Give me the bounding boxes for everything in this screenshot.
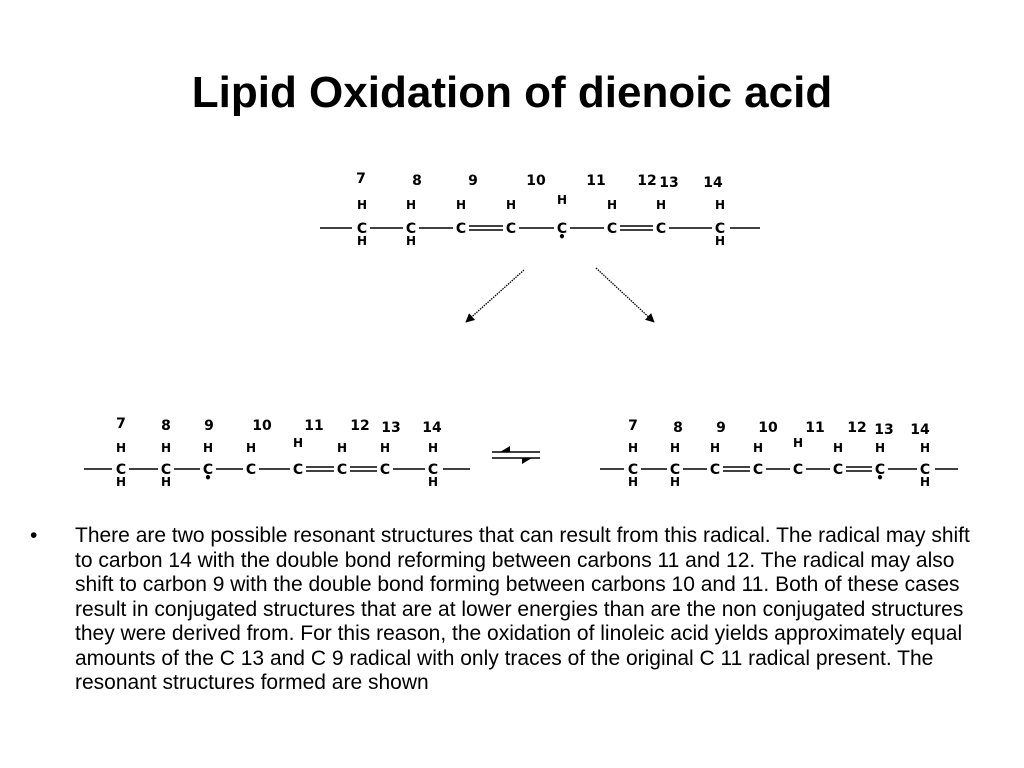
carbon-atom: C [203, 462, 213, 478]
hydrogen-atom: H [161, 475, 171, 489]
carbon-number-13: 13 [659, 175, 678, 191]
hydrogen-atom: H [456, 198, 466, 212]
bullet-text: There are two possible resonant structur… [75, 524, 970, 694]
hydrogen-atom: H [337, 441, 347, 455]
carbon-number-10: 10 [526, 173, 546, 189]
hydrogen-atom: H [116, 441, 126, 455]
carbon-number-7: 7 [116, 416, 126, 432]
hydrogen-atom: H [246, 441, 256, 455]
carbon-atom: C [357, 221, 367, 237]
hydrogen-atom: H [715, 234, 725, 248]
carbon-atom: C [161, 462, 171, 478]
equilibrium-arrow [492, 446, 540, 464]
hydrogen-atom: H [406, 198, 416, 212]
carbon-number-9: 9 [468, 173, 478, 189]
carbon-number-9: 9 [716, 420, 726, 436]
carbon-number-14: 14 [422, 420, 442, 436]
carbon-atom: C [456, 221, 466, 237]
hydrogen-atom: H [656, 198, 666, 212]
carbon-atom: C [710, 462, 720, 478]
carbon-number-8: 8 [673, 420, 683, 436]
carbon-number-8: 8 [412, 173, 422, 189]
hydrogen-atom: H [710, 441, 720, 455]
hydrogen-atom: H [833, 441, 843, 455]
carbon-atom: C [406, 221, 416, 237]
hydrogen-atom: H [357, 198, 367, 212]
carbon-atom: C [875, 462, 885, 478]
hydrogen-atom: H [793, 436, 803, 450]
carbon-number-11: 11 [805, 420, 824, 436]
hydrogen-atom: H [428, 475, 438, 489]
hydrogen-atom: H [406, 234, 416, 248]
hydrogen-atom: H [506, 198, 516, 212]
hydrogen-atom: H [357, 234, 367, 248]
carbon-number-9: 9 [204, 418, 214, 434]
hydrogen-atom: H [380, 441, 390, 455]
carbon-number-11: 11 [586, 173, 605, 189]
carbon-atom: C [293, 462, 303, 478]
hydrogen-atom: H [557, 193, 567, 207]
carbon-atom: C [753, 462, 763, 478]
hydrogen-atom: H [116, 475, 126, 489]
carbon-number-7: 7 [628, 418, 638, 434]
radical-dot: • [204, 471, 212, 485]
carbon-number-8: 8 [161, 418, 171, 434]
carbon-number-14: 14 [703, 175, 723, 191]
right-arrow [595, 267, 655, 323]
carbon-number-13: 13 [874, 422, 893, 438]
hydrogen-atom: H [920, 441, 930, 455]
hydrogen-atom: H [628, 441, 638, 455]
carbon-number-12: 12 [637, 173, 656, 189]
carbon-atom: C [793, 462, 803, 478]
carbon-atom: C [670, 462, 680, 478]
hydrogen-atom: H [607, 198, 617, 212]
carbon-atom: C [628, 462, 638, 478]
carbon-atom: C [656, 221, 666, 237]
hydrogen-atom: H [203, 441, 213, 455]
carbon-number-7: 7 [356, 171, 366, 187]
radical-dot: • [558, 230, 566, 244]
carbon-atom: C [920, 462, 930, 478]
carbon-atom: C [506, 221, 516, 237]
carbon-atom: C [337, 462, 347, 478]
hydrogen-atom: H [753, 441, 763, 455]
hydrogen-atom: H [293, 436, 303, 450]
carbon-number-11: 11 [304, 418, 323, 434]
hydrogen-atom: H [670, 475, 680, 489]
carbon-atom: C [116, 462, 126, 478]
hydrogen-atom: H [161, 441, 171, 455]
hydrogen-atom: H [715, 198, 725, 212]
radical-dot: • [876, 471, 884, 485]
hydrogen-atom: H [670, 441, 680, 455]
carbon-number-10: 10 [252, 418, 272, 434]
carbon-atom: C [380, 462, 390, 478]
carbon-number-12: 12 [847, 420, 866, 436]
carbon-atom: C [833, 462, 843, 478]
carbon-number-12: 12 [350, 418, 369, 434]
slide-title: Lipid Oxidation of dienoic acid [191, 68, 833, 117]
carbon-atom: C [607, 221, 617, 237]
carbon-atom: C [428, 462, 438, 478]
hydrogen-atom: H [875, 441, 885, 455]
carbon-atom: C [715, 221, 725, 237]
hydrogen-atom: H [428, 441, 438, 455]
carbon-number-10: 10 [758, 420, 778, 436]
carbon-atom: C [557, 221, 567, 237]
carbon-atom: C [246, 462, 256, 478]
hydrogen-atom: H [628, 475, 638, 489]
left-arrow [465, 269, 525, 323]
bullet-symbol: • [30, 524, 38, 547]
carbon-number-14: 14 [910, 422, 930, 438]
hydrogen-atom: H [920, 475, 930, 489]
carbon-number-13: 13 [381, 420, 400, 436]
